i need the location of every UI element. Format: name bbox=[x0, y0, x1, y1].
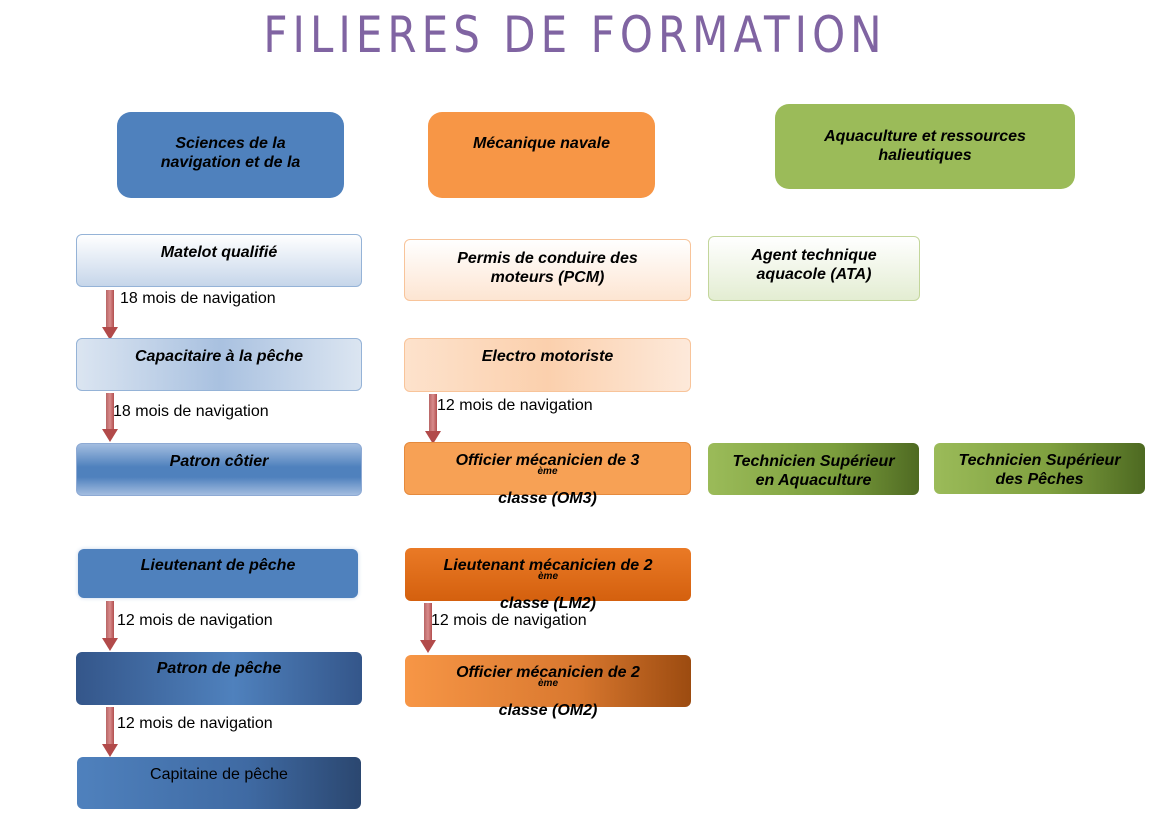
box-matelot-qualifie: Matelot qualifié bbox=[76, 234, 362, 287]
box-om2-line1: Officier mécanicien de 2 bbox=[456, 664, 640, 681]
box-agent-technique-aquacole: Agent technique aquacole (ATA) bbox=[708, 236, 920, 301]
box-capitaine-peche-label: Capitaine de pêche bbox=[150, 766, 288, 783]
header-aquaculture: Aquaculture et ressources halieutiques bbox=[775, 104, 1075, 189]
box-om3-sup: ème bbox=[537, 466, 558, 477]
box-capacitaire-label: Capacitaire à la pêche bbox=[134, 348, 304, 365]
box-capacitaire-peche: Capacitaire à la pêche bbox=[76, 338, 362, 391]
header-mecanique: Mécanique navale bbox=[428, 112, 655, 198]
box-tsp-line2: des Pêches bbox=[995, 471, 1084, 488]
box-lm2-line2: classe (LM2) bbox=[499, 595, 597, 612]
note-navigation-duration: 12 mois de navigation bbox=[117, 715, 273, 732]
box-om3-line1: Officier mécanicien de 3 bbox=[455, 452, 640, 469]
box-patron-cotier: Patron côtier bbox=[76, 443, 362, 496]
box-pcm-line1: Permis de conduire des bbox=[457, 250, 638, 267]
box-electro-motoriste: Electro motoriste bbox=[404, 338, 691, 392]
arrow-down-icon bbox=[425, 394, 441, 444]
arrow-down-icon bbox=[102, 601, 118, 651]
arrow-down-icon bbox=[102, 707, 118, 757]
note-mecanique-duration: 12 mois de navigation bbox=[431, 612, 587, 629]
box-tsp-line1: Technicien Supérieur bbox=[958, 452, 1121, 469]
box-om2-line2: classe (OM2) bbox=[498, 702, 598, 719]
box-permis-conduire-moteurs: Permis de conduire des moteurs (PCM) bbox=[404, 239, 691, 301]
note-navigation-duration: 12 mois de navigation bbox=[117, 612, 273, 629]
box-patron-peche-label: Patron de pêche bbox=[156, 660, 282, 677]
header-navigation: Sciences de la navigation et de la bbox=[117, 112, 344, 198]
header-mecanique-label: Mécanique navale bbox=[473, 135, 610, 152]
box-lieutenant-peche-label: Lieutenant de pêche bbox=[140, 557, 296, 574]
page-title: FILIERES DE FORMATION bbox=[263, 6, 887, 64]
box-lm2-line1: Lieutenant mécanicien de 2 bbox=[443, 557, 653, 574]
box-matelot-label: Matelot qualifié bbox=[160, 244, 278, 261]
box-technicien-superieur-aquaculture: Technicien Supérieur en Aquaculture bbox=[708, 443, 919, 495]
box-om3-line2: classe (OM3) bbox=[498, 490, 597, 507]
box-ata-line2: aquacole (ATA) bbox=[756, 266, 872, 283]
header-aquaculture-line2: halieutiques bbox=[878, 147, 972, 164]
box-capitaine-peche: Capitaine de pêche bbox=[77, 757, 361, 809]
box-lm2-sup: ème bbox=[537, 571, 558, 582]
note-navigation-duration: 18 mois de navigation bbox=[120, 290, 276, 307]
header-navigation-line2: navigation et de la bbox=[160, 154, 301, 171]
header-navigation-line1: Sciences de la bbox=[175, 135, 286, 152]
note-navigation-duration: 18 mois de navigation bbox=[113, 403, 269, 420]
note-mecanique-duration: 12 mois de navigation bbox=[437, 397, 593, 414]
box-om2-sup: ème bbox=[537, 678, 558, 689]
box-tsa-line2: en Aquaculture bbox=[755, 472, 872, 489]
box-tsa-line1: Technicien Supérieur bbox=[732, 453, 895, 470]
box-lieutenant-peche: Lieutenant de pêche bbox=[78, 549, 358, 598]
arrow-down-icon bbox=[420, 603, 436, 653]
box-patron-cotier-label: Patron côtier bbox=[169, 453, 269, 470]
header-aquaculture-line1: Aquaculture et ressources bbox=[824, 128, 1026, 145]
box-patron-peche: Patron de pêche bbox=[76, 652, 362, 705]
arrow-down-icon bbox=[102, 393, 118, 442]
box-pcm-line2: moteurs (PCM) bbox=[490, 269, 605, 286]
box-ata-line1: Agent technique bbox=[751, 247, 877, 264]
box-technicien-superieur-peches: Technicien Supérieur des Pêches bbox=[934, 443, 1145, 494]
arrow-down-icon bbox=[102, 290, 118, 340]
box-electro-label: Electro motoriste bbox=[481, 348, 614, 365]
